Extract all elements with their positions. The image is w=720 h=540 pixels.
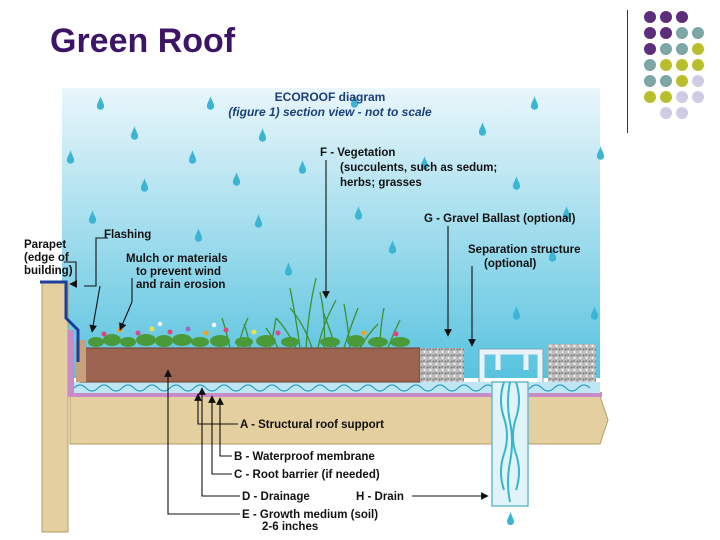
label-parapet-2: (edge of <box>24 252 69 264</box>
diagram-heading: ECOROOF diagram <box>275 90 386 104</box>
label-parapet-3: building) <box>24 265 73 277</box>
mulch-strip <box>76 340 86 382</box>
label-vegetation-3: herbs; grasses <box>340 177 422 189</box>
parapet-flashing <box>40 280 80 362</box>
flashing-leader <box>84 237 108 287</box>
drain-pipe <box>491 381 529 507</box>
label-separation-2: (optional) <box>484 258 537 270</box>
leader-lines <box>64 160 489 515</box>
label-mulch-3: and rain erosion <box>136 279 225 291</box>
membrane-upturn <box>68 330 74 392</box>
label-growth-2: 2-6 inches <box>262 521 318 533</box>
gravel-ballast <box>420 348 464 382</box>
gravel-ballast-right <box>548 344 596 382</box>
label-root-barrier: C - Root barrier (if needed) <box>234 469 380 481</box>
label-parapet-1: Parapet <box>24 239 66 251</box>
divider-line <box>627 10 628 133</box>
growth-medium <box>79 347 421 383</box>
label-separation-1: Separation structure <box>468 244 580 256</box>
vegetation-plants <box>88 277 410 349</box>
drainage-layer <box>74 382 600 393</box>
label-vegetation-2: (succulents, such as sedum; <box>340 162 497 174</box>
label-membrane: B - Waterproof membrane <box>234 451 375 463</box>
label-structural: A - Structural roof support <box>240 419 384 431</box>
decorative-dot-grid <box>644 11 704 119</box>
label-drainage: D - Drainage <box>242 491 310 503</box>
label-gravel: G - Gravel Ballast (optional) <box>424 213 576 225</box>
label-mulch-2: to prevent wind <box>136 266 221 278</box>
drain-flow <box>500 381 520 503</box>
label-drain: H - Drain <box>356 491 404 503</box>
parapet-column <box>41 281 69 533</box>
label-vegetation-1: F - Vegetation <box>320 147 395 159</box>
diagram-subheading: (figure 1) section view - not to scale <box>228 105 432 119</box>
label-mulch-1: Mulch or materials <box>126 253 228 265</box>
label-flashing: Flashing <box>104 229 151 241</box>
slide-title: Green Roof <box>50 22 236 60</box>
waterproof-membrane <box>68 392 602 397</box>
separation-structure <box>479 349 543 382</box>
label-growth-1: E - Growth medium (soil) <box>242 509 378 521</box>
